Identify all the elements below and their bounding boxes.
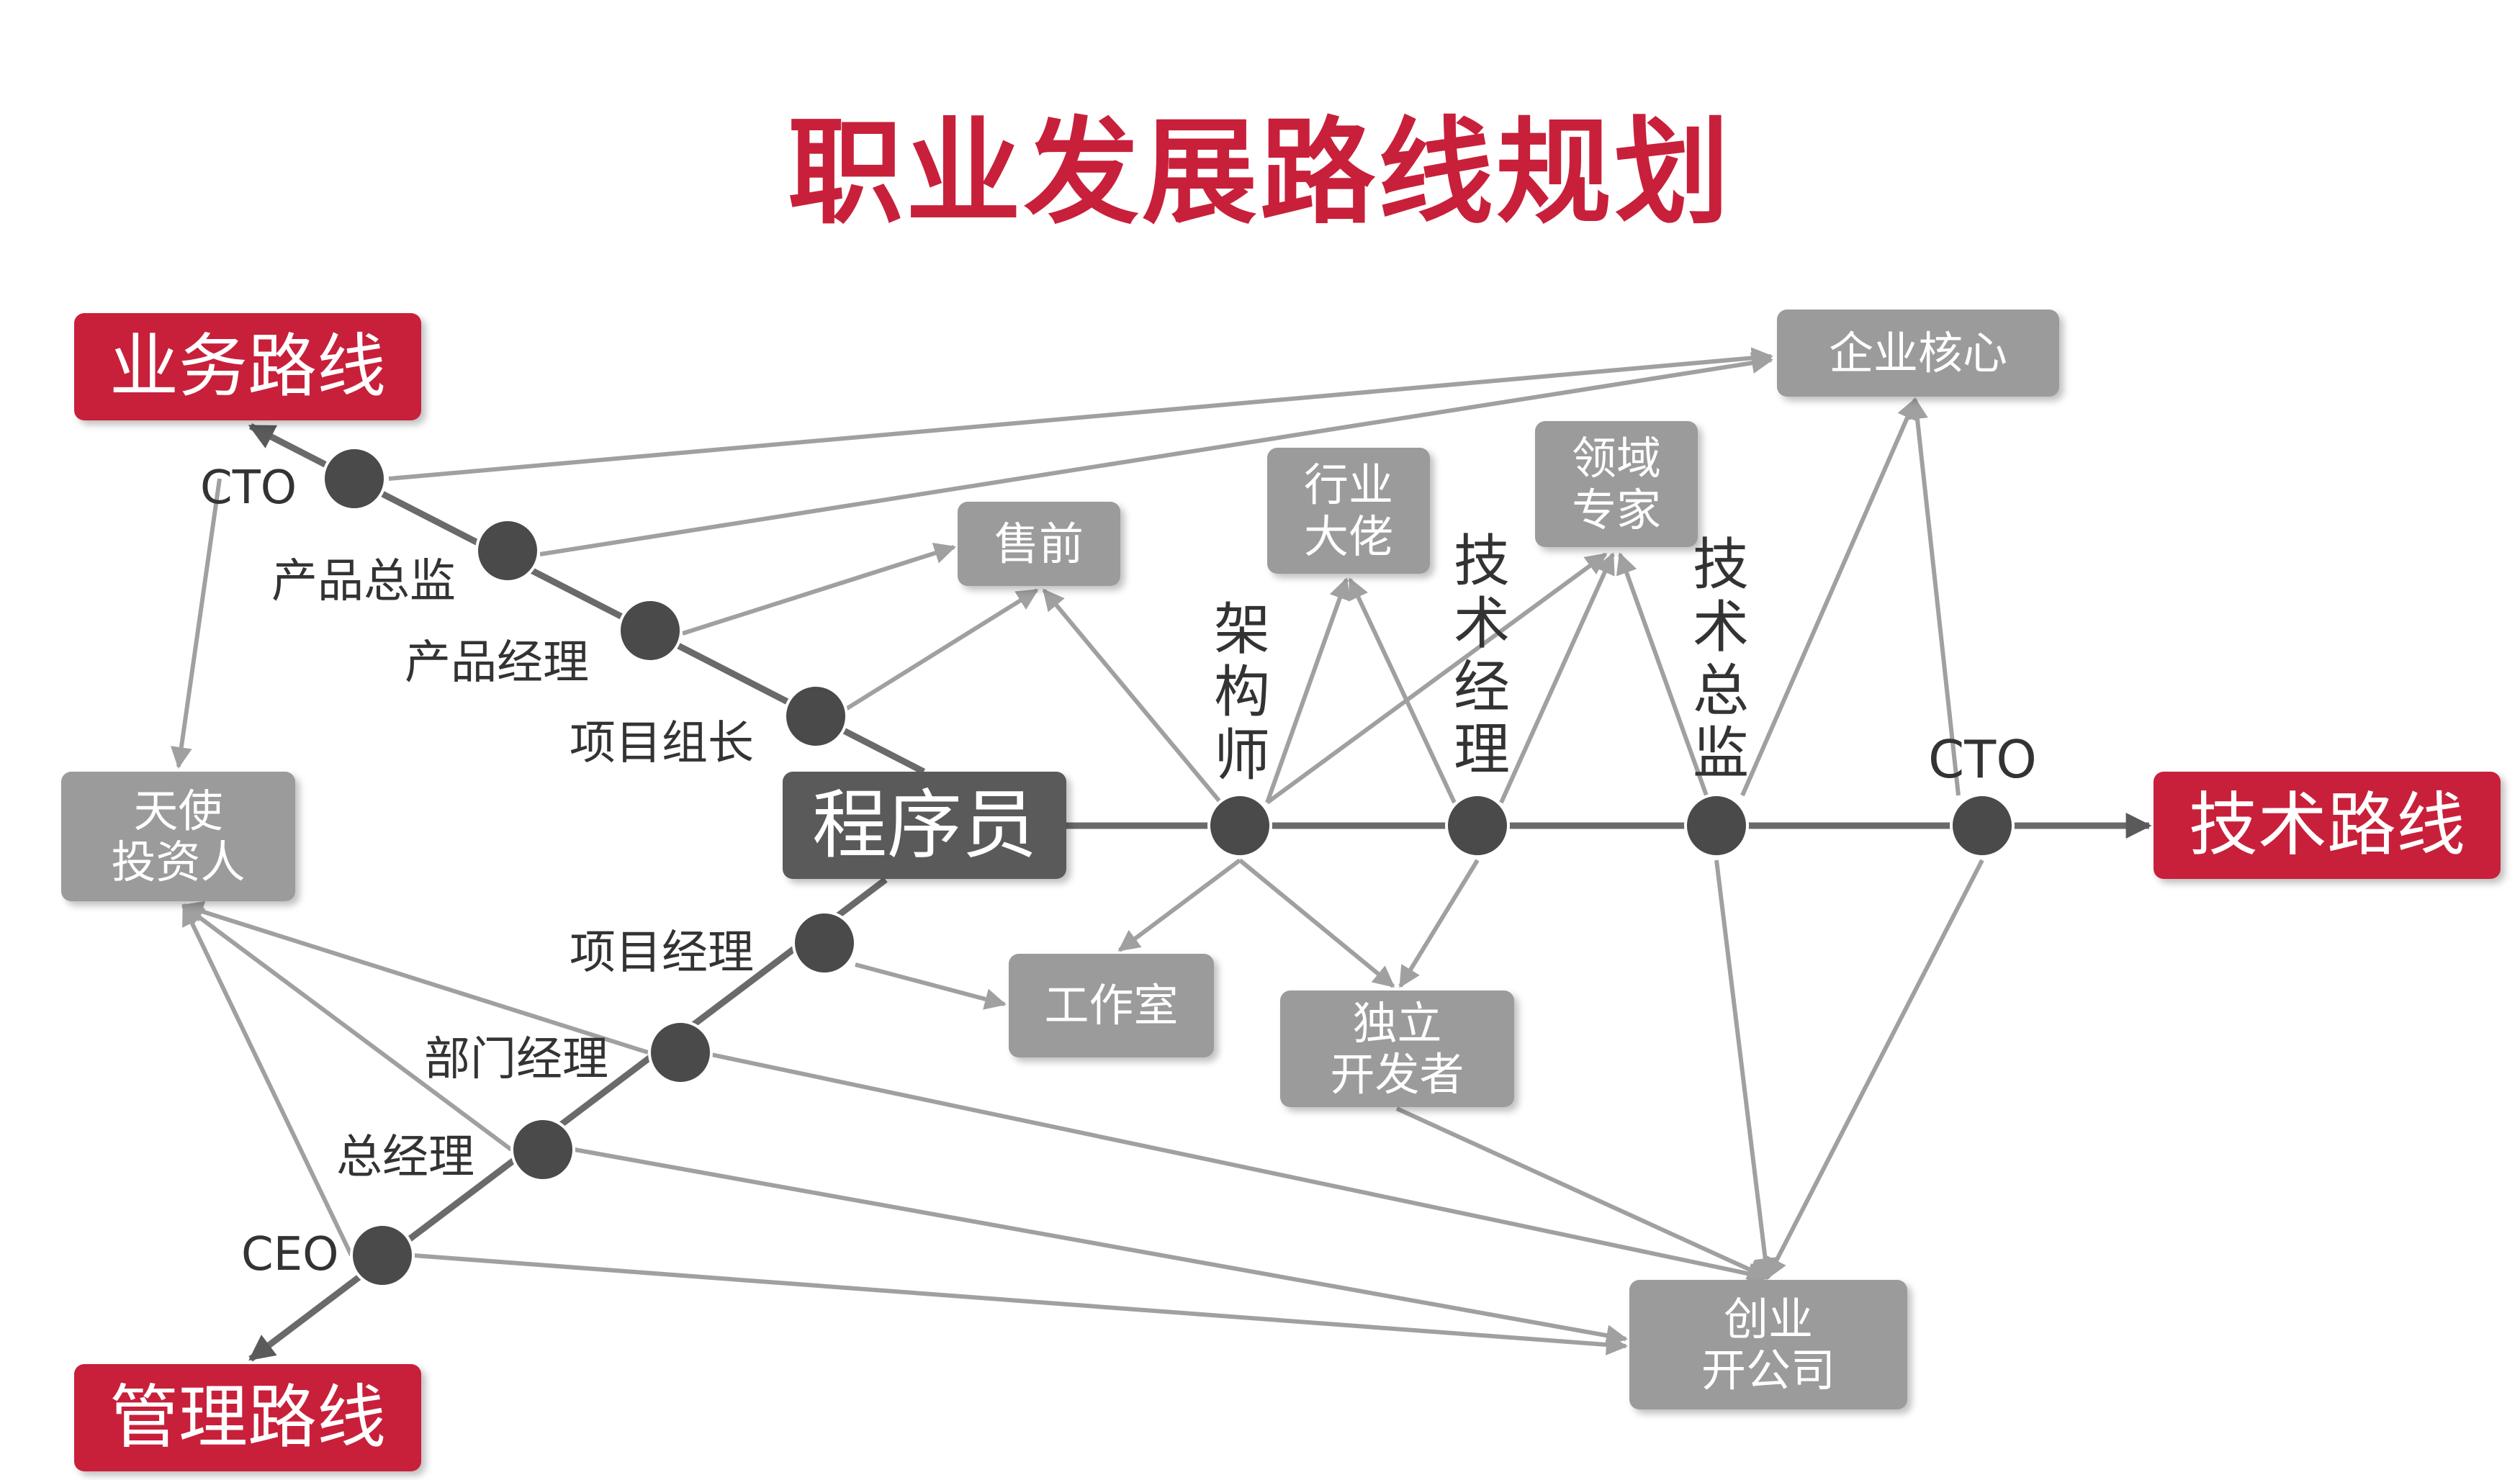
arrow-cto-to-startup [1765, 859, 1984, 1280]
arrow-techmgr-to-domain [1499, 552, 1615, 804]
arrow-techmgr-to-industry [1348, 577, 1457, 804]
page-title: 职业发展路线规划 [787, 105, 1732, 240]
label-mgmt-project-manager: 项目经理 [570, 926, 754, 980]
node-tech-3 [1684, 793, 1749, 858]
node-management-2 [648, 1020, 713, 1085]
route-management: 管理路线 [74, 1364, 421, 1471]
node-business-4 [783, 684, 848, 749]
dest-industry-leader: 行业 大佬 [1267, 448, 1430, 574]
arrow-gm-to-startup [574, 1147, 1628, 1346]
dest-indie-line-1: 独立 [1352, 996, 1442, 1050]
arrow-cto-to-core [1907, 397, 1961, 796]
arrow-techdir-to-domain [1616, 552, 1709, 797]
node-tech-4 [1950, 793, 2015, 858]
node-management-3 [510, 1117, 575, 1182]
dest-domain-expert: 领域 专家 [1535, 421, 1698, 547]
arrow-biz-cto-to-angel [170, 478, 222, 769]
arrow-arch-to-domain [1266, 552, 1608, 805]
label-biz-product-manager: 产品经理 [405, 636, 589, 690]
dest-studio: 工作室 [1009, 954, 1214, 1057]
arrow-biz-cto-to-core [388, 347, 1773, 481]
label-biz-cto: CTO [200, 461, 297, 515]
arrow-biz-pm-to-presale [682, 542, 956, 636]
label-tech-cto: CTO [1928, 729, 2037, 790]
arrow-arch-to-presale [1042, 588, 1242, 827]
node-business-1 [322, 446, 387, 511]
arrow-biz-lead-to-presale [845, 588, 1039, 711]
label-mgmt-general-manager: 总经理 [336, 1131, 474, 1184]
label-biz-product-director: 产品总监 [271, 555, 456, 608]
arrow-arch-to-industry [1265, 577, 1351, 804]
dest-industry-leader-line-1: 行业 [1303, 459, 1393, 512]
dest-angel-investor: 天使 投资人 [61, 772, 295, 901]
arrow-arch-to-indie [1238, 858, 1395, 988]
arrow-arch-to-studio [1117, 858, 1241, 952]
node-tech-2 [1445, 793, 1510, 858]
label-tech-tech-director: 技术总监 [1692, 533, 1749, 787]
arrow-pm-to-studio [855, 962, 1007, 1010]
arrow-ceo-to-angel [181, 903, 354, 1257]
label-mgmt-ceo: CEO [241, 1228, 339, 1281]
route-management-label: 管理路线 [109, 1377, 386, 1458]
center-programmer-label: 程序员 [811, 780, 1037, 869]
label-mgmt-dept-manager: 部门经理 [424, 1033, 608, 1086]
node-management-4 [350, 1223, 415, 1288]
dest-presale-label: 售前 [994, 517, 1084, 570]
node-business-3 [618, 598, 683, 663]
dest-startup: 创业 开公司 [1629, 1280, 1907, 1409]
route-technology: 技术路线 [2154, 772, 2501, 879]
dest-industry-leader-line-2: 大佬 [1303, 510, 1393, 563]
arrow-techdir-to-core [1740, 397, 1917, 797]
trunk-management [248, 877, 888, 1362]
arrow-techdir-to-startup [1714, 859, 1776, 1280]
label-tech-architect: 架构师 [1213, 597, 1270, 788]
dest-indie-developer: 独立 开发者 [1280, 991, 1514, 1107]
arrow-biz-director-to-core [539, 352, 1773, 556]
label-biz-team-lead: 项目组长 [570, 717, 754, 770]
center-programmer: 程序员 [783, 772, 1066, 879]
dest-indie-line-2: 开发者 [1330, 1048, 1464, 1101]
dest-startup-line-2: 开公司 [1701, 1344, 1835, 1396]
dest-domain-expert-line-2: 专家 [1571, 483, 1661, 536]
node-management-1 [792, 911, 857, 975]
node-business-2 [475, 518, 540, 583]
dest-enterprise-core-label: 企业核心 [1828, 326, 2007, 379]
arrow-gm-to-angel [181, 903, 513, 1152]
arrow-techmgr-to-indie [1398, 859, 1480, 988]
label-tech-tech-manager: 技术经理 [1453, 529, 1510, 783]
arrow-dept-to-startup [711, 1052, 1770, 1285]
arrow-ceo-to-startup [413, 1253, 1628, 1355]
route-business: 业务路线 [74, 313, 421, 420]
arrow-indie-to-startup [1395, 1106, 1770, 1280]
dest-studio-label: 工作室 [1044, 979, 1179, 1032]
route-technology-label: 技术路线 [2189, 785, 2465, 866]
dest-presale: 售前 [958, 502, 1120, 586]
dest-startup-line-1: 创业 [1723, 1292, 1813, 1345]
dest-angel-line-2: 投资人 [111, 836, 246, 888]
dest-enterprise-core: 企业核心 [1777, 310, 2059, 397]
dest-domain-expert-line-1: 领域 [1571, 432, 1661, 485]
route-business-label: 业务路线 [109, 326, 386, 407]
node-tech-1 [1207, 793, 1272, 858]
arrow-dept-to-angel [181, 901, 649, 1055]
dest-angel-line-1: 天使 [133, 784, 223, 837]
